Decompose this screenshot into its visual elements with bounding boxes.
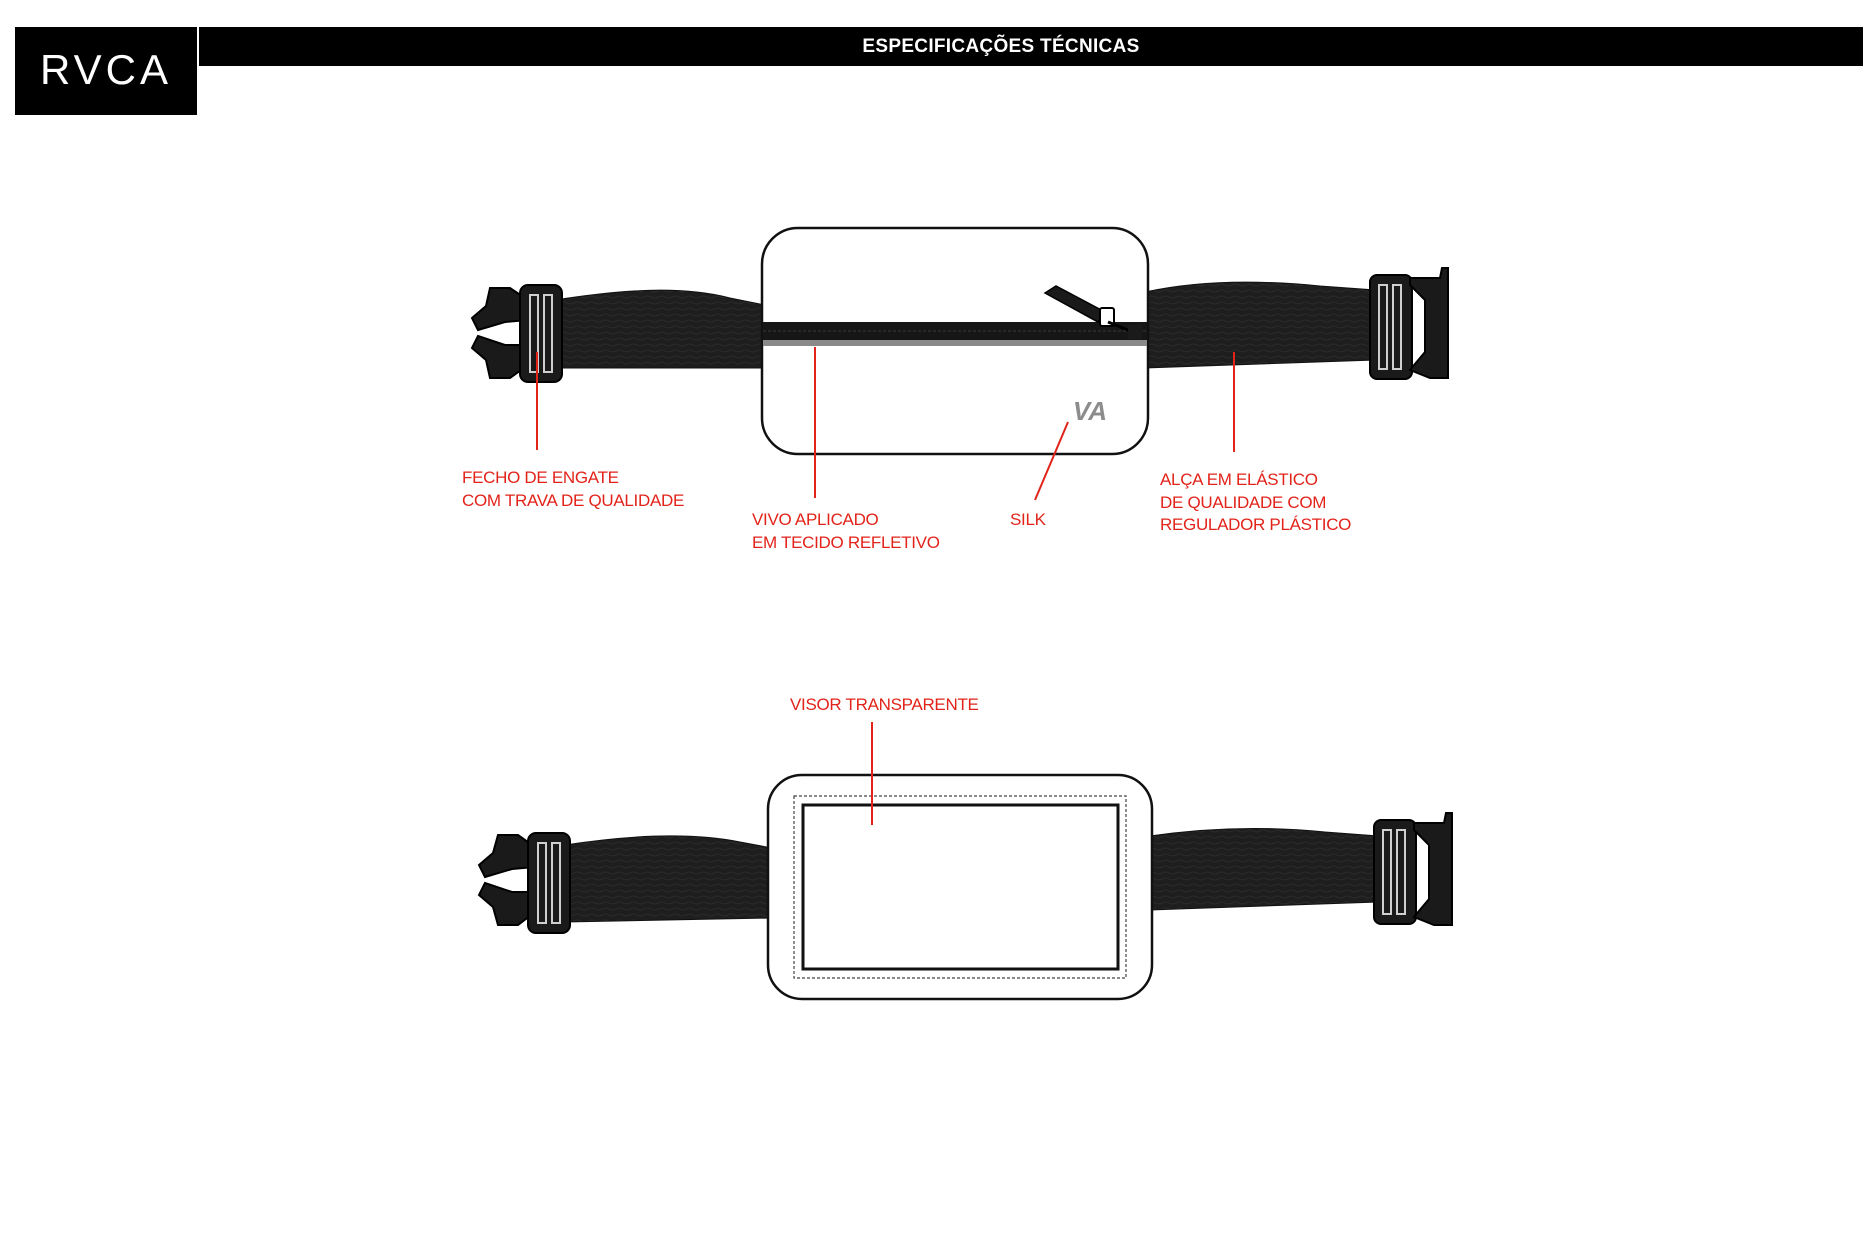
zipper-pull	[1043, 285, 1142, 339]
callout-visor-line1: VISOR TRANSPARENTE	[790, 695, 979, 714]
callout-silk: SILK	[1010, 510, 1047, 529]
back-left-strap	[564, 835, 773, 923]
front-view: VA FECHO DE ENGATE COM TRAVA DE QUALIDAD…	[462, 226, 1449, 552]
callout-strap-line2: DE QUALIDADE COM	[1160, 493, 1326, 512]
callout-piping: VIVO APLICADO EM TECIDO REFLETIVO	[752, 510, 940, 552]
callout-strap-line1: ALÇA EM ELÁSTICO	[1160, 470, 1318, 489]
transparent-visor	[801, 803, 1120, 971]
callout-piping-line2: EM TECIDO REFLETIVO	[752, 533, 940, 552]
back-right-buckle	[1373, 812, 1453, 926]
va-logo: VA	[1073, 396, 1107, 426]
callout-piping-line1: VIVO APLICADO	[752, 510, 879, 529]
callout-buckle: FECHO DE ENGATE COM TRAVA DE QUALIDADE	[462, 468, 684, 510]
rvca-logo: RVCA	[15, 27, 197, 115]
back-left-buckle	[477, 832, 571, 934]
right-buckle	[1369, 267, 1449, 380]
back-right-strap	[1149, 828, 1379, 911]
left-strap	[554, 289, 766, 369]
right-strap	[1144, 281, 1376, 369]
rvca-logo-mark: RVCA	[40, 46, 172, 93]
page-title: ESPECIFICAÇÕES TÉCNICAS	[862, 35, 1140, 57]
rvca-logo-text: RVCA	[40, 46, 172, 93]
callout-visor: VISOR TRANSPARENTE	[790, 695, 979, 714]
callout-strap: ALÇA EM ELÁSTICO DE QUALIDADE COM REGULA…	[1160, 470, 1351, 534]
callout-buckle-line1: FECHO DE ENGATE	[462, 468, 619, 487]
callout-buckle-line2: COM TRAVA DE QUALIDADE	[462, 491, 684, 510]
pouch-stitching	[793, 795, 1127, 979]
back-view: VISOR TRANSPARENTE	[477, 695, 1453, 1001]
callout-silk-line1: SILK	[1010, 510, 1047, 529]
header-bar: ESPECIFICAÇÕES TÉCNICAS	[199, 27, 1863, 66]
leader-silk	[1034, 421, 1069, 501]
reflective-piping	[763, 340, 1147, 346]
left-buckle	[470, 284, 563, 383]
callout-strap-line3: REGULADOR PLÁSTICO	[1160, 515, 1351, 534]
